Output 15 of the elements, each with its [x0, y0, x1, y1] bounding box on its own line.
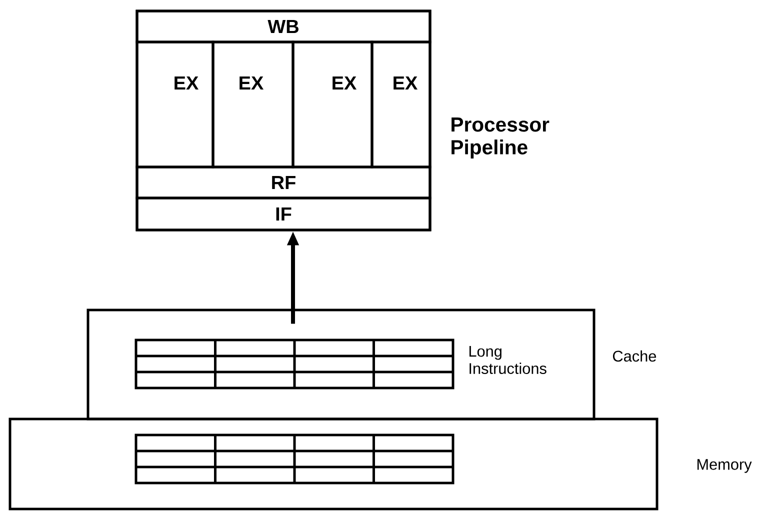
pipeline-label: Processor Pipeline	[452, 118, 550, 158]
stage-box: IF	[136, 196, 432, 232]
memory-box	[8, 418, 658, 510]
stage-box: EX	[292, 40, 374, 168]
instruction-grid	[134, 434, 454, 484]
stage-box: EX	[370, 40, 432, 168]
instruction-grid	[134, 338, 454, 390]
stage-box: WB	[136, 10, 432, 44]
grid-label: Long Instructions	[469, 346, 546, 374]
cache-label: Cache	[613, 350, 656, 362]
cache-box	[86, 308, 596, 420]
memory-label: Memory	[697, 459, 752, 473]
stage-box: EX	[136, 40, 214, 168]
stage-box: EX	[212, 40, 294, 168]
stage-box: RF	[136, 166, 432, 200]
